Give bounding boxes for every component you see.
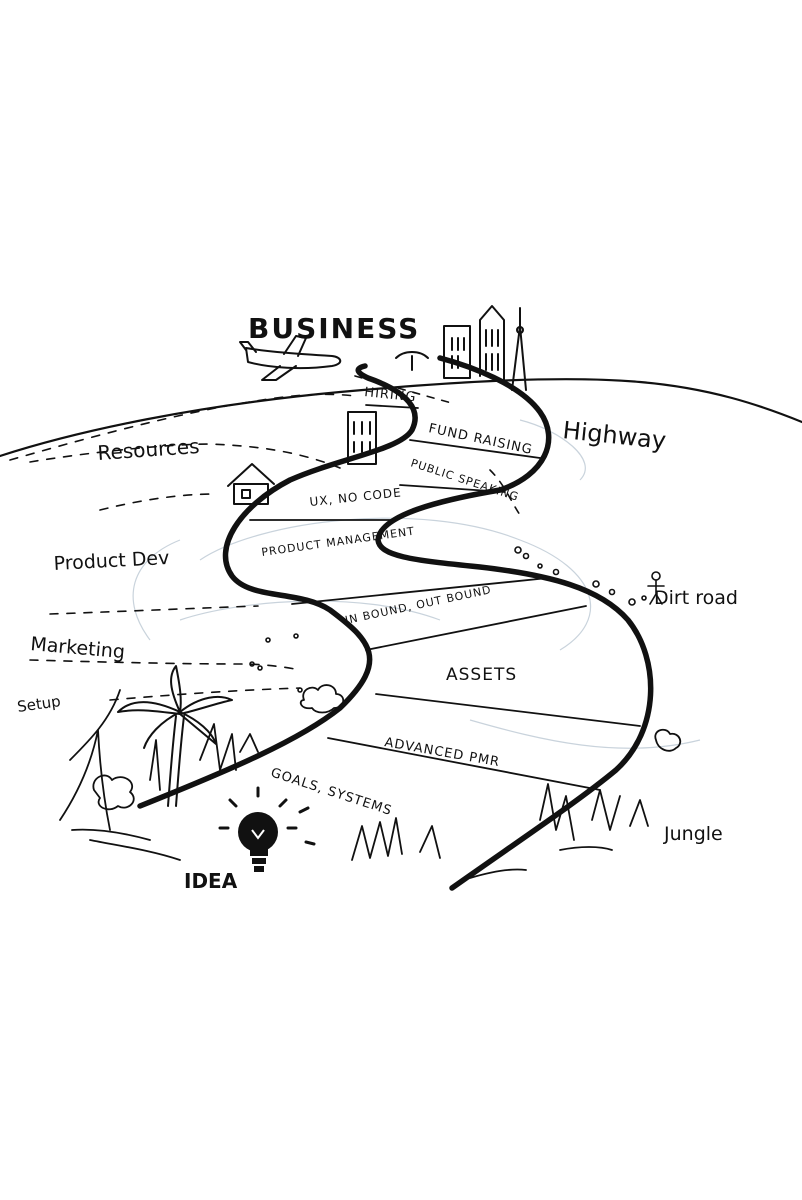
light-bulb-icon: [218, 786, 316, 872]
label-product-dev: Product Dev: [53, 547, 170, 575]
house-icon: [227, 463, 275, 505]
stage-goals-systems: GOALS, SYSTEMS: [269, 766, 394, 819]
road-stage-labels: HIRING FUND RAISING PUBLIC SPEAKING UX, …: [261, 385, 534, 819]
stage-inbound-outbound: IN BOUND, OUT BOUND: [344, 583, 493, 627]
label-jungle: Jungle: [663, 823, 723, 845]
road-right-edge: [375, 355, 654, 891]
label-dirt-road: Dirt road: [654, 587, 738, 609]
dashed-branch-roads: [9, 393, 356, 701]
terrain-labels: Highway Resources Product Dev Marketing …: [16, 416, 738, 845]
stage-ux-no-code: UX, NO CODE: [309, 485, 402, 509]
label-idea: IDEA: [184, 869, 238, 893]
right-jungle-grass: [351, 783, 649, 879]
left-jungle-grass: [59, 689, 259, 861]
road-stage-dividers: [249, 404, 641, 791]
skyline-buildings: [395, 305, 527, 391]
stage-fund-raising: FUND RAISING: [427, 421, 534, 458]
dirt-road-dots: [249, 546, 647, 693]
title-business: BUSINESS: [248, 312, 420, 345]
stick-figure-icon: [647, 571, 665, 605]
stage-hiring: HIRING: [364, 385, 418, 405]
stage-advanced-pmr: ADVANCED PMR: [383, 735, 501, 770]
stage-assets: ASSETS: [446, 665, 517, 685]
label-highway: Highway: [561, 416, 667, 455]
faint-sketch-lines: [132, 419, 701, 749]
office-tower-icon: [347, 411, 377, 465]
horizon-line: [0, 378, 802, 458]
label-marketing: Marketing: [30, 633, 126, 663]
label-setup: Setup: [16, 692, 62, 716]
label-resources: Resources: [97, 434, 201, 465]
road-left-edge: [137, 363, 418, 809]
airplane-icon: [239, 335, 342, 381]
